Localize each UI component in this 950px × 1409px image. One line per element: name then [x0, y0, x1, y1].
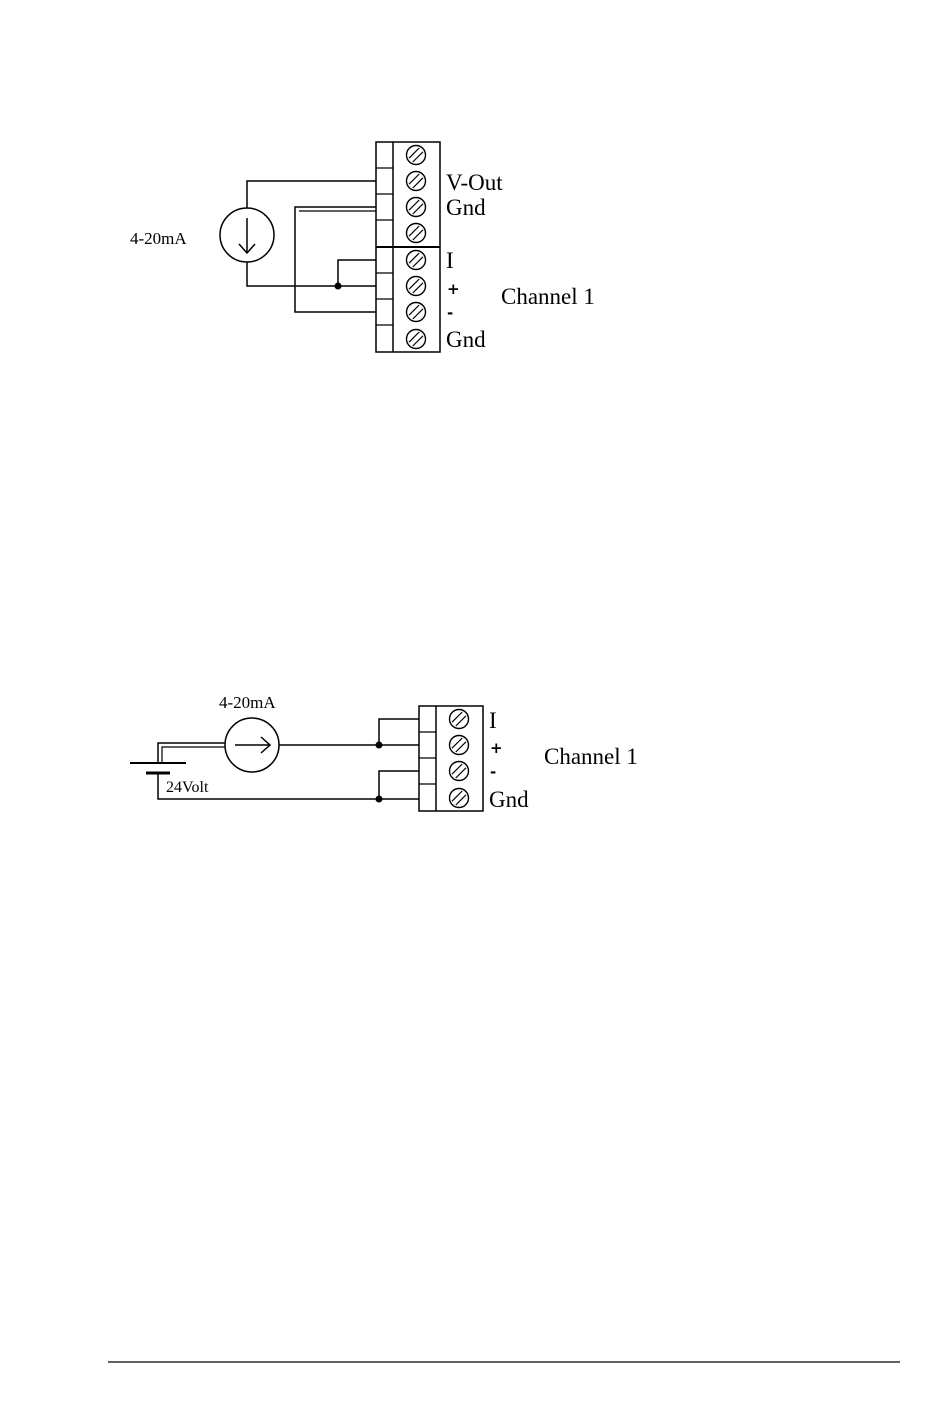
screw-icon: [407, 146, 426, 165]
screw-icon: [450, 736, 469, 755]
screw-icon: [450, 762, 469, 781]
screw-icon: [407, 303, 426, 322]
terminal-label-gnd: Gnd: [446, 327, 486, 352]
screw-icon: [407, 277, 426, 296]
terminal-label-plus: +: [490, 739, 503, 757]
battery-label: 24Volt: [166, 779, 209, 796]
battery-icon: [130, 763, 186, 773]
screw-icon: [407, 198, 426, 217]
terminal-label-minus: -: [447, 304, 453, 322]
current-source-down-icon: [220, 208, 274, 262]
terminal-label-plus: +: [447, 280, 460, 298]
diagram-2: I + - Gnd Channel 1 4-20mA 24Volt: [130, 693, 638, 812]
terminal-label-i: I: [446, 248, 454, 273]
source-label: 4-20mA: [219, 693, 276, 712]
diagram-1: V-Out Gnd I + - Gnd Channel 1 4-20mA: [130, 142, 595, 352]
terminal-block-2: [419, 706, 483, 811]
terminal-block-1: [376, 142, 440, 352]
screw-icon: [450, 789, 469, 808]
screw-icon: [450, 710, 469, 729]
terminal-label-i: I: [489, 708, 497, 733]
terminal-label-minus: -: [490, 763, 496, 781]
screw-icon: [407, 330, 426, 349]
screw-icon: [407, 251, 426, 270]
source-label: 4-20mA: [130, 229, 187, 248]
channel-label: Channel 1: [544, 744, 638, 769]
terminal-label-gnd: Gnd: [489, 787, 529, 812]
terminal-label-gnd: Gnd: [446, 195, 486, 220]
channel-label: Channel 1: [501, 284, 595, 309]
wiring-1: [247, 181, 376, 312]
current-source-right-icon: [225, 718, 279, 772]
terminal-label-vout: V-Out: [446, 170, 503, 195]
screw-icon: [407, 172, 426, 191]
screw-icon: [407, 224, 426, 243]
